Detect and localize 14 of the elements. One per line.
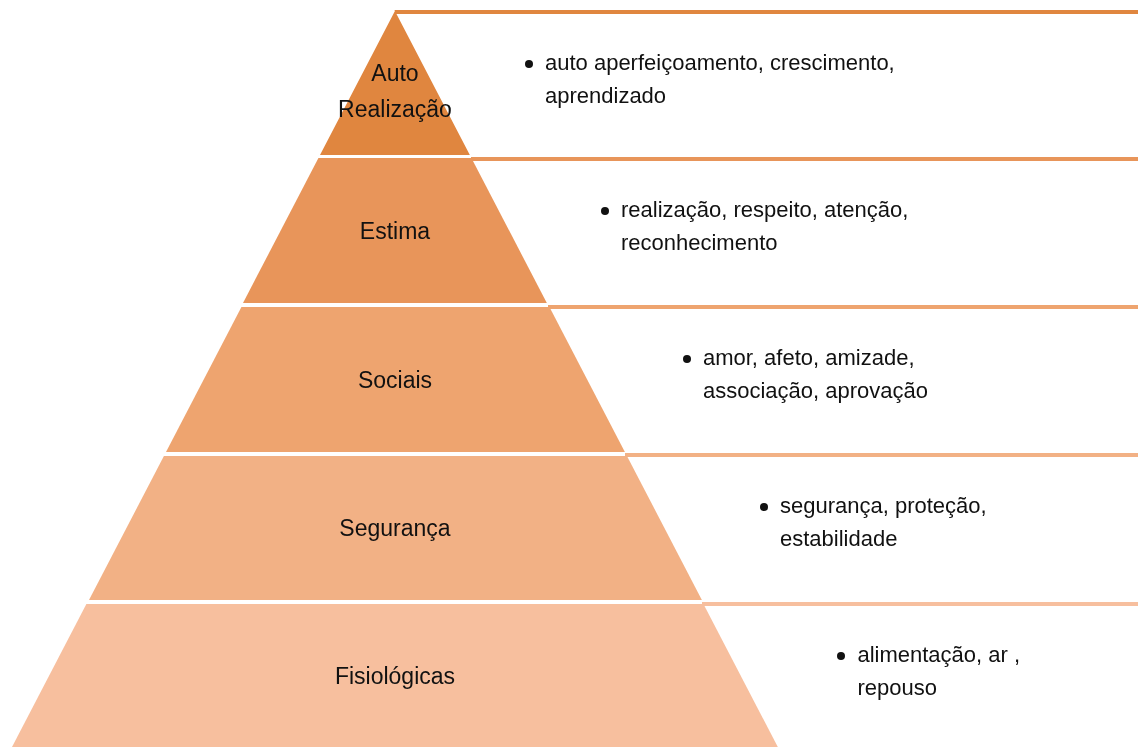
pyramid-tier <box>88 456 702 600</box>
pyramid-tier <box>243 158 547 303</box>
tier-label: Segurança <box>338 514 452 543</box>
pyramid-tier <box>12 604 778 747</box>
bullet-text: alimentação, ar , repouso <box>857 641 1022 702</box>
tier-label: Sociais <box>356 365 434 395</box>
bullet-text: amor, afeto, amizade, associação, aprovação <box>702 344 929 405</box>
bullet-text: segurança, proteção, estabilidade <box>779 492 988 553</box>
tier-label: Fisiológicas <box>333 661 457 691</box>
bullet-text: realização, respeito, atenção, reconhecimento <box>620 196 910 257</box>
bullet-text: auto aperfeiçoamento, crescimento, aprendizado <box>545 49 896 110</box>
pyramid-tier <box>320 10 470 155</box>
pyramid-tier <box>165 307 625 452</box>
tier-label: Estima <box>358 216 432 246</box>
